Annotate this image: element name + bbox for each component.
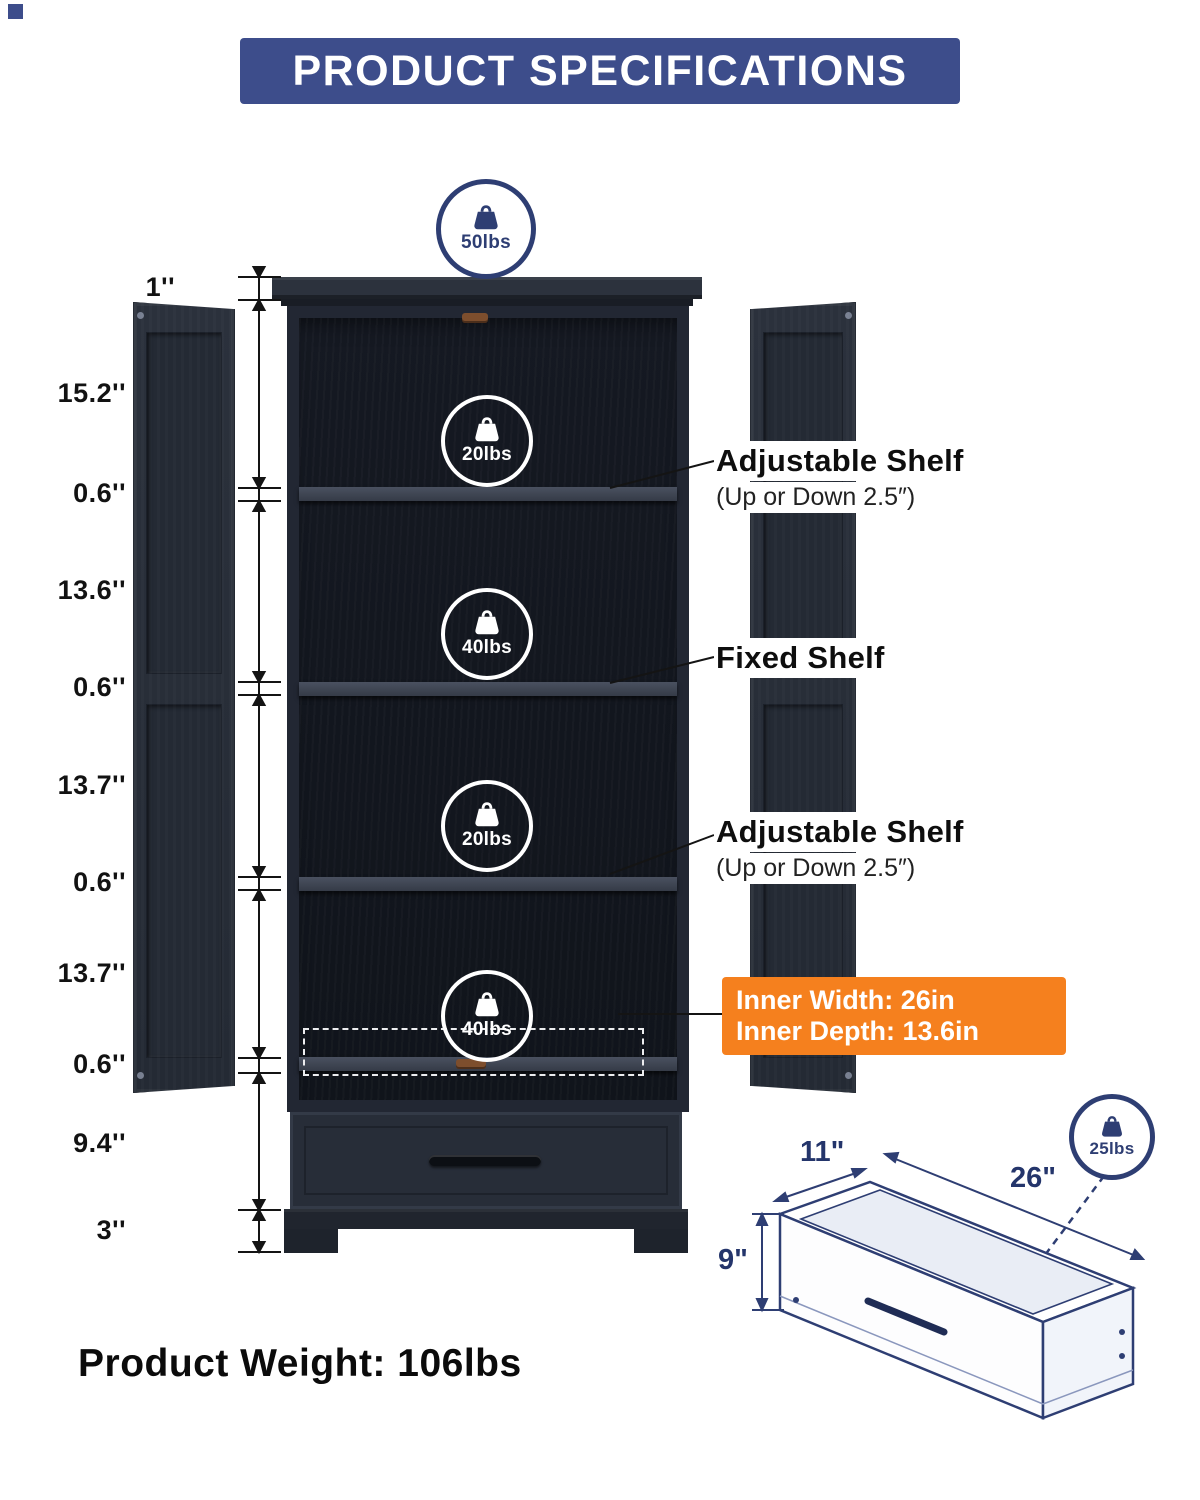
page-title: PRODUCT SPECIFICATIONS [292, 46, 908, 95]
screw-dot [137, 1072, 144, 1079]
weight-icon [472, 610, 502, 636]
weight-capacity-label: 25lbs [1089, 1138, 1135, 1158]
weight-icon [1099, 1116, 1125, 1138]
weight-capacity-label: 20lbs [461, 443, 513, 465]
weight-capacity-badge-top: 50lbs [436, 179, 536, 279]
drawer-height-label: 9" [718, 1244, 748, 1276]
product-weight-text: Product Weight: 106lbs [78, 1342, 522, 1385]
weight-capacity-badge-drawer: 25lbs [1069, 1094, 1155, 1180]
weight-icon [471, 205, 501, 231]
cabinet-base [284, 1209, 688, 1229]
dimension-label: 0.6'' [73, 672, 126, 702]
hinge-bottom [456, 1059, 486, 1069]
bottom-shelf [299, 1057, 677, 1071]
drawer-handle [429, 1155, 541, 1166]
weight-capacity-badge-shelf-3: 20lbs [441, 780, 533, 872]
weight-capacity-label: 50lbs [460, 231, 512, 253]
drawer-dimension-arrows [752, 1151, 1146, 1313]
adjustable-shelf-1 [299, 487, 677, 501]
screw-dot [845, 1072, 852, 1079]
inner-depth-text: Inner Depth: 13.6in [736, 1016, 980, 1046]
drawer-width-label: 26" [1010, 1162, 1057, 1194]
cabinet-top-board [272, 277, 702, 299]
adjustable-shelf-2 [299, 877, 677, 891]
callout-adjustable-shelf-2-subtitle: (Up or Down 2.5″) [714, 853, 922, 884]
weight-capacity-label: 20lbs [461, 828, 513, 850]
callout-adjustable-shelf-1-subtitle: (Up or Down 2.5″) [714, 482, 922, 513]
title-banner: PRODUCT SPECIFICATIONS [240, 38, 960, 104]
dimension-label: 1'' [145, 272, 175, 302]
dimension-label: 13.6'' [57, 575, 126, 605]
dimension-label: 0.6'' [73, 867, 126, 897]
inner-width-text: Inner Width: 26in [736, 985, 955, 1015]
door-panel [146, 704, 222, 1058]
callout-fixed-shelf-title: Fixed Shelf [714, 638, 891, 678]
inner-dimensions-box: Inner Width: 26in Inner Depth: 13.6in [722, 977, 1066, 1055]
cabinet-top-lip [281, 299, 693, 306]
screw-dot [845, 312, 852, 319]
weight-capacity-badge-shelf-2: 40lbs [441, 588, 533, 680]
corner-mark [8, 4, 23, 19]
weight-capacity-label: 40lbs [461, 636, 513, 658]
cabinet-door-right [750, 302, 856, 1093]
weight-capacity-label: 40lbs [461, 1018, 513, 1040]
callout-adjustable-shelf-1-title: Adjustable Shelf [714, 441, 970, 481]
dimension-label: 15.2'' [57, 378, 126, 408]
dimension-label: 3'' [96, 1215, 126, 1245]
dimension-label: 13.7'' [57, 770, 126, 800]
cabinet-foot-right [634, 1229, 688, 1253]
drawer-depth-label: 11" [800, 1136, 845, 1168]
fixed-shelf [299, 682, 677, 696]
weight-capacity-badge-shelf-4: 40lbs [441, 970, 533, 1062]
left-dimension-lines [238, 266, 281, 1255]
drawer-drawing [776, 1180, 1137, 1420]
screw-dot [137, 312, 144, 319]
dimension-label: 13.7'' [57, 958, 126, 988]
weight-capacity-badge-shelf-1: 20lbs [441, 395, 533, 487]
dimension-label: 0.6'' [73, 1049, 126, 1079]
door-panel [146, 332, 222, 674]
dimension-label: 0.6'' [73, 478, 126, 508]
cabinet-foot-left [284, 1229, 338, 1253]
callout-adjustable-shelf-2-title: Adjustable Shelf [714, 812, 970, 852]
hinge-top [462, 313, 488, 323]
drawer-leader [994, 1175, 1106, 1324]
weight-icon [472, 417, 502, 443]
cabinet-door-left [133, 302, 235, 1093]
dimension-label: 9.4'' [73, 1128, 126, 1158]
weight-icon [472, 802, 502, 828]
drawer-handle-drawing [864, 1297, 948, 1336]
weight-icon [472, 992, 502, 1018]
